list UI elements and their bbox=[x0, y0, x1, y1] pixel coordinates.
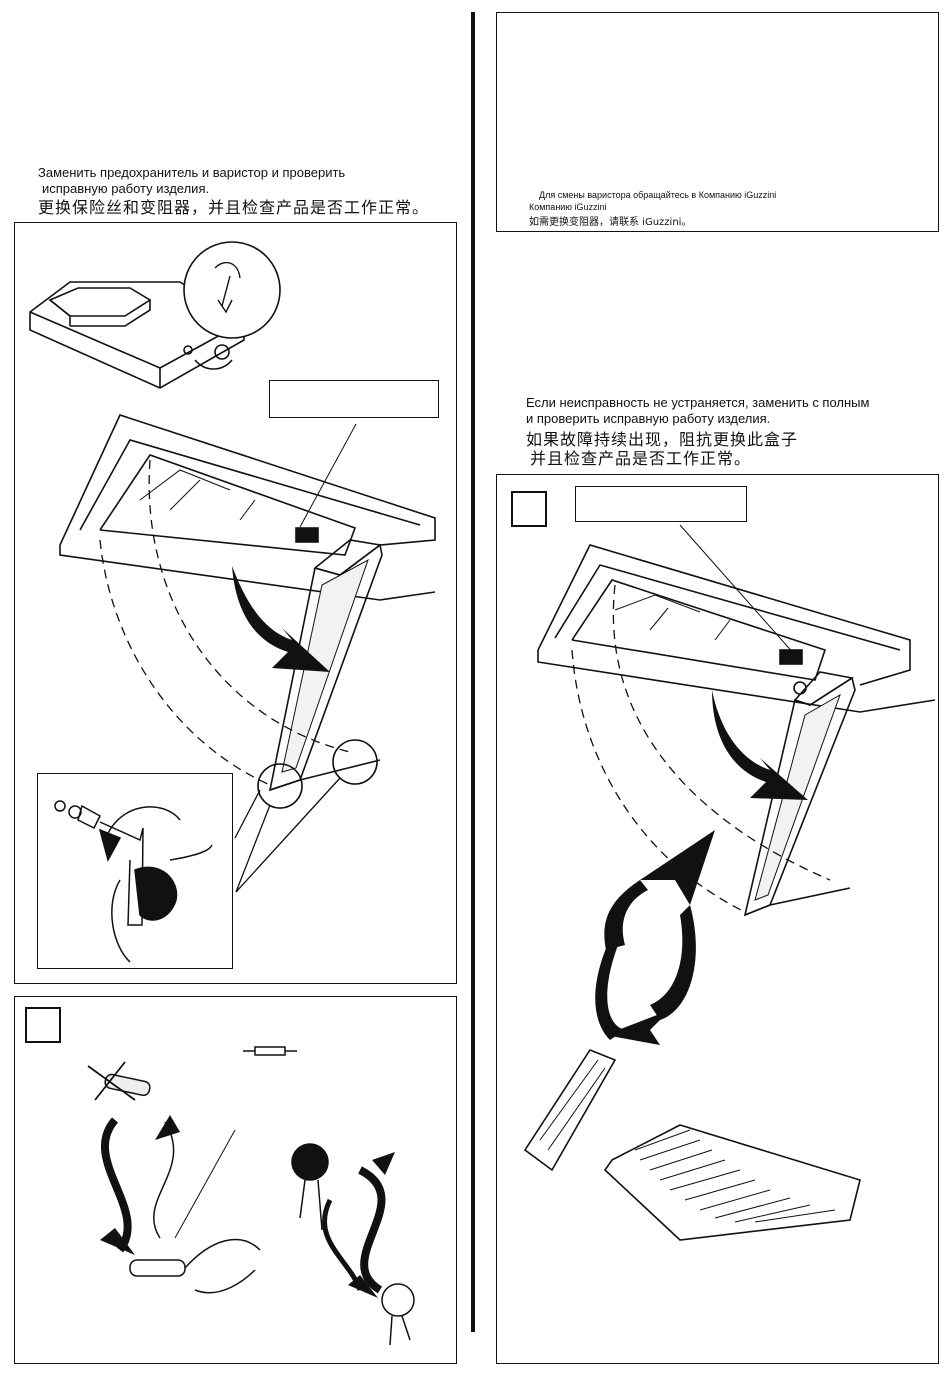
panel-replace-ballast-box bbox=[496, 474, 939, 1364]
left-instruction-zh: 更换保险丝和变阻器，并且检查产品是否工作正常。 bbox=[38, 198, 430, 217]
right-instruction-zh-line1: 如果故障持续出现，阻抗更换此盒子 bbox=[526, 430, 799, 449]
note-ru-line2: Компанию iGuzzini bbox=[529, 202, 607, 212]
rotate-arrow-icon bbox=[232, 566, 330, 672]
varistor-note-box: Для смены варистора обращайтесь в Компан… bbox=[496, 12, 939, 232]
rotate-arrow-icon bbox=[712, 690, 808, 800]
right-instruction-ru-line2: и проверить исправную работу изделия. bbox=[526, 411, 771, 426]
left-instruction-ru-line1: Заменить предохранитель и варистор и про… bbox=[38, 165, 346, 180]
step-number-box bbox=[511, 491, 547, 527]
right-instruction-ru-line1: Если неисправность не устраняется, замен… bbox=[526, 395, 870, 410]
step-number-box bbox=[25, 1007, 61, 1043]
right-instruction-zh-line2: 并且检查产品是否工作正常。 bbox=[530, 449, 752, 468]
callout-label-box bbox=[575, 486, 747, 522]
left-instruction-ru-line2: исправную работу изделия. bbox=[42, 181, 210, 196]
note-ru-line1: Для смены варистора обращайтесь в Компан… bbox=[539, 190, 777, 200]
note-zh: 如需更换变阻器，请联系 iGuzzini。 bbox=[529, 217, 692, 228]
column-divider bbox=[471, 12, 475, 1332]
panel-replace-fuse-varistor bbox=[14, 996, 457, 1364]
callout-label-box bbox=[269, 380, 439, 418]
swap-arrows-icon bbox=[595, 830, 715, 1045]
